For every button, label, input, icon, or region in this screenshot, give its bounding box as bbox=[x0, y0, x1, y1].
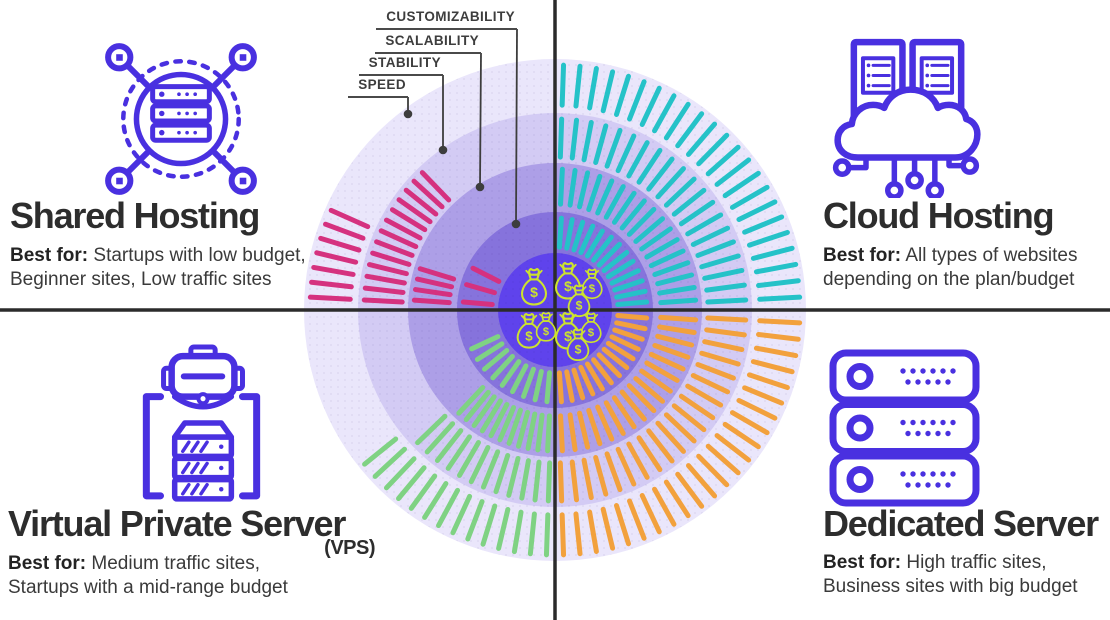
best-for-text-line1: Medium traffic sites, bbox=[91, 553, 260, 574]
shared-hosting-title: Shared Hosting bbox=[10, 195, 260, 236]
best-for-text-line2: Startups with a mid-range budget bbox=[8, 577, 288, 598]
cloud-hosting-icon bbox=[823, 36, 991, 198]
server-rack bbox=[833, 353, 976, 503]
dedicated-server-description: Best for: High traffic sites, Business s… bbox=[823, 551, 1078, 599]
best-for-label: Best for: bbox=[823, 245, 902, 266]
dedicated-server-title: Dedicated Server bbox=[823, 503, 1099, 544]
shared-hosting-description: Best for: Startups with low budget, Begi… bbox=[10, 244, 306, 292]
best-for-text-line2: Business sites with big budget bbox=[823, 576, 1078, 597]
circuit-drops bbox=[836, 158, 977, 197]
best-for-text-line1: All types of websites bbox=[905, 245, 1078, 266]
best-for-label: Best for: bbox=[10, 245, 89, 266]
chart-rating-dashes bbox=[307, 62, 803, 558]
best-for-text-line2: depending on the plan/budget bbox=[823, 269, 1075, 290]
best-for-text-line2: Beginner sites, Low traffic sites bbox=[10, 269, 272, 290]
dedicated-server-icon bbox=[826, 349, 983, 509]
cloud-hosting-title: Cloud Hosting bbox=[823, 195, 1055, 236]
cloud-shape bbox=[838, 90, 978, 158]
vent-dots bbox=[900, 368, 956, 488]
metric-label-customizability: CUSTOMIZABILITY bbox=[376, 9, 517, 30]
best-for-text-line1: Startups with low budget, bbox=[93, 245, 306, 266]
best-for-label: Best for: bbox=[823, 552, 902, 573]
server-stack bbox=[153, 87, 210, 141]
dashed-ring bbox=[123, 61, 238, 176]
vps-subtitle: (VPS) bbox=[324, 537, 375, 559]
metric-leader-lines bbox=[403, 28, 521, 229]
vps-description: Best for: Medium traffic sites, Startups… bbox=[8, 552, 288, 600]
network-nodes bbox=[108, 46, 254, 192]
metric-label-scalability: SCALABILITY bbox=[375, 33, 481, 54]
best-for-label: Best for: bbox=[8, 553, 87, 574]
vps-icon bbox=[138, 344, 265, 511]
side-brackets bbox=[146, 397, 256, 496]
best-for-text-line1: High traffic sites, bbox=[906, 552, 1047, 573]
vps-title: Virtual Private Server bbox=[8, 503, 346, 544]
metric-label-speed: SPEED bbox=[348, 77, 408, 98]
cloud-hosting-description: Best for: All types of websites dependin… bbox=[823, 244, 1078, 292]
vr-goggles bbox=[164, 347, 243, 407]
tower-panels bbox=[863, 58, 952, 92]
metric-label-stability: STABILITY bbox=[358, 55, 443, 76]
server-cabinet bbox=[175, 423, 232, 499]
shared-hosting-icon bbox=[100, 38, 262, 200]
